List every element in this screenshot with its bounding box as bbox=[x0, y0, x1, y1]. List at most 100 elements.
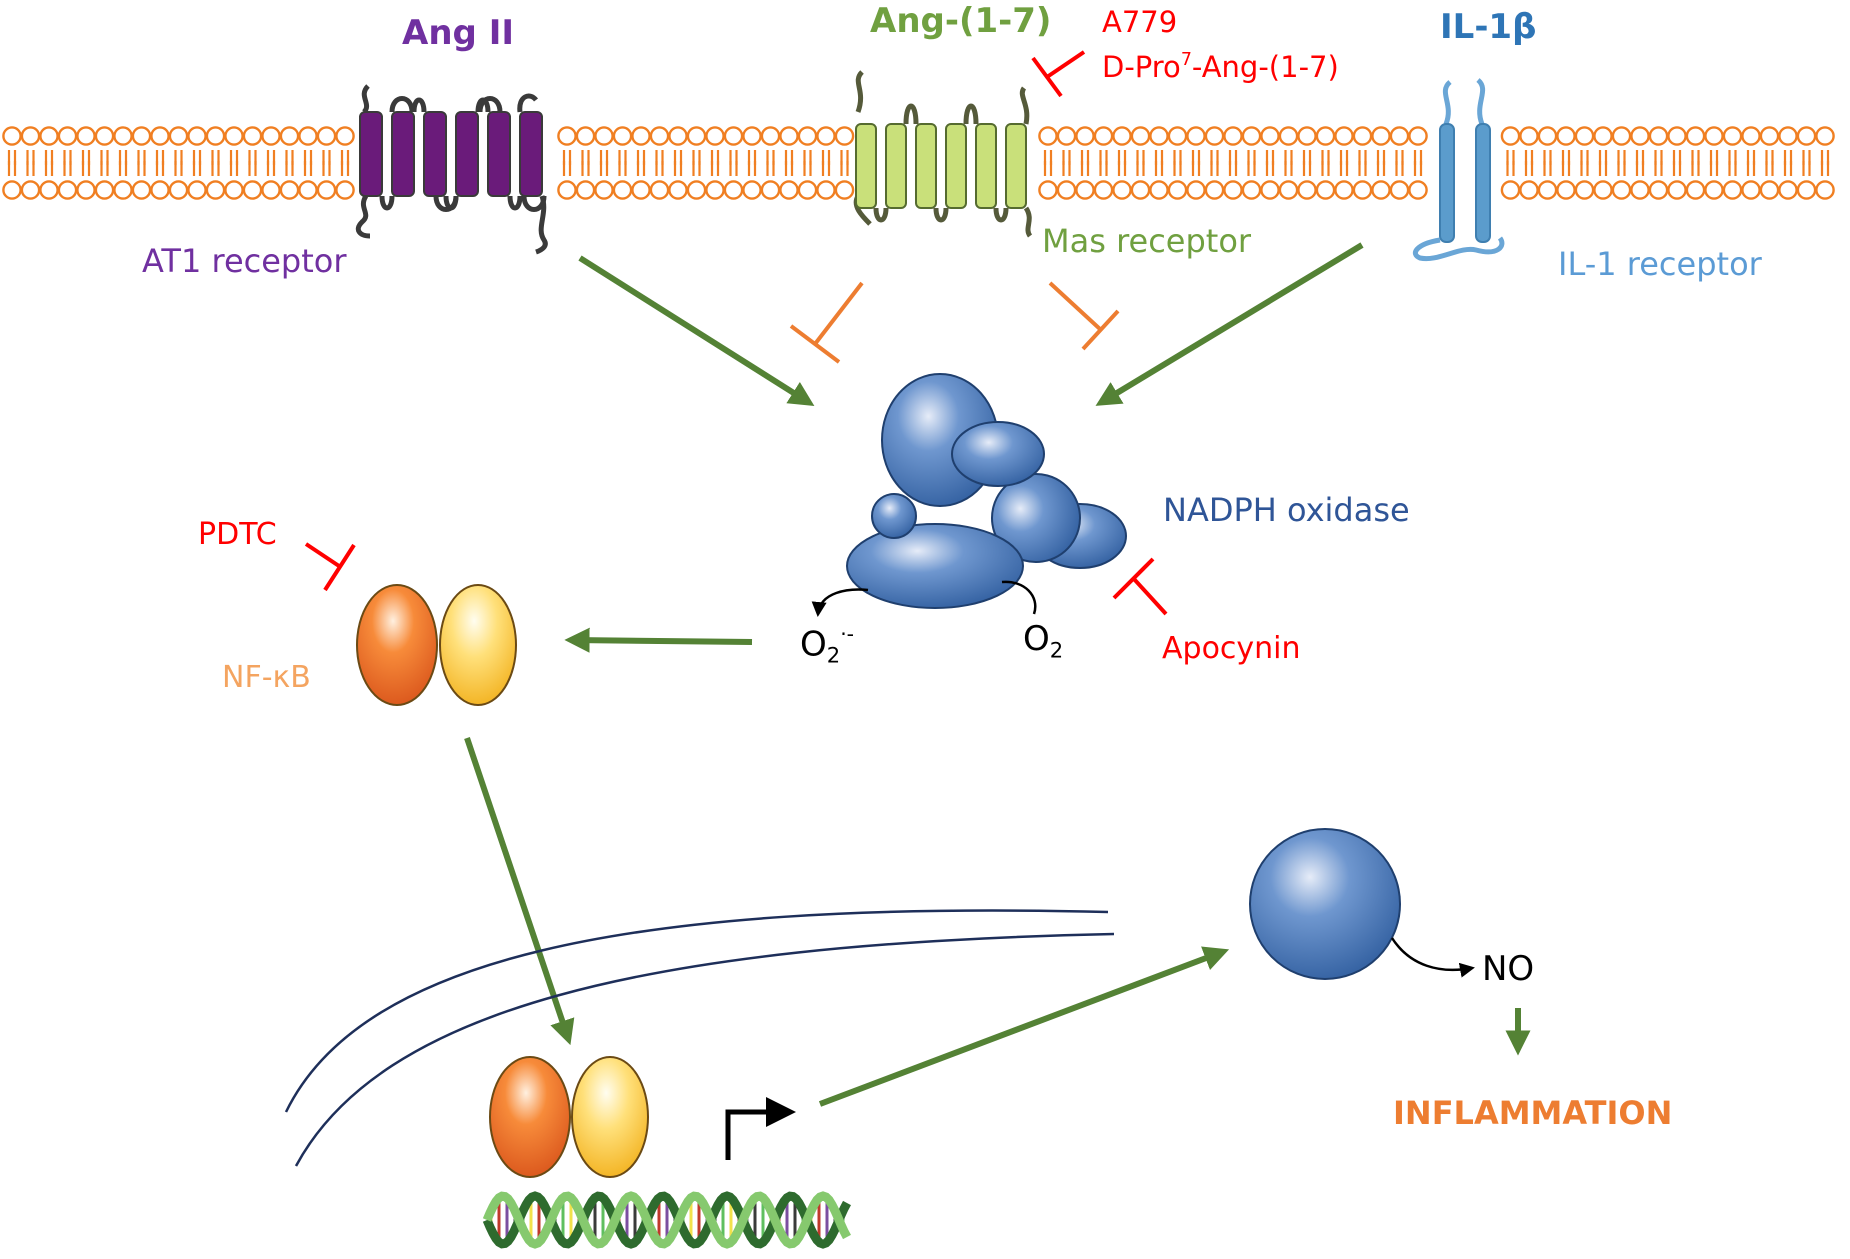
lipid-tail bbox=[211, 161, 220, 176]
lipid-tail bbox=[174, 161, 183, 176]
lipid-head bbox=[686, 180, 707, 200]
lipid-head bbox=[1778, 126, 1798, 146]
lipid-head bbox=[1075, 180, 1095, 200]
pdtc-label: PDTC bbox=[198, 517, 277, 552]
lipid-head bbox=[1167, 126, 1188, 146]
lipid-tail bbox=[1746, 161, 1756, 176]
lipid-head bbox=[335, 180, 355, 200]
il1-receptor-label: IL-1 receptor bbox=[1558, 245, 1762, 283]
lipid-head bbox=[20, 126, 41, 146]
inos-enzyme-sphere bbox=[1249, 828, 1401, 980]
inflammation-label: INFLAMMATION bbox=[1393, 1094, 1673, 1132]
lipid-head bbox=[1778, 180, 1798, 200]
arrow-il1-to-nadph bbox=[1095, 242, 1364, 406]
lipid-head bbox=[187, 180, 207, 200]
at1-receptor-label: AT1 receptor bbox=[142, 242, 347, 280]
lipid-head bbox=[816, 126, 836, 146]
lipid-head bbox=[1537, 126, 1558, 146]
lipid-tail bbox=[1339, 161, 1349, 176]
lipid-tail bbox=[1043, 161, 1053, 176]
lipid-tail bbox=[137, 161, 146, 176]
lipid-head bbox=[816, 180, 836, 200]
mas-receptor bbox=[853, 70, 1033, 238]
lipid-tail bbox=[1413, 161, 1423, 176]
lipid-head bbox=[742, 126, 762, 146]
oxygen-subscript: 2 bbox=[1049, 637, 1064, 663]
lipid-head bbox=[575, 126, 596, 146]
lipid-tail bbox=[1284, 161, 1293, 176]
lipid-tail bbox=[655, 161, 664, 176]
inhibition-mas-to-nadph-right bbox=[1048, 281, 1120, 351]
lipid-tail bbox=[1062, 161, 1071, 176]
lipid-head bbox=[1759, 126, 1780, 146]
lipid-head bbox=[150, 180, 170, 200]
no-release-arrow bbox=[1390, 937, 1475, 978]
lipid-head bbox=[575, 180, 596, 200]
no-label: NO bbox=[1482, 949, 1535, 989]
lipid-head bbox=[1075, 126, 1095, 146]
lipid-head bbox=[1315, 126, 1336, 146]
arrow-nfkb-to-nucleus bbox=[464, 737, 575, 1046]
lipid-head bbox=[131, 180, 152, 200]
lipid-head bbox=[668, 180, 688, 200]
lipid-tail bbox=[1802, 161, 1811, 176]
lipid-tail bbox=[303, 161, 313, 176]
lipid-head bbox=[612, 180, 633, 200]
lipid-head bbox=[557, 180, 577, 200]
lipid-head bbox=[1130, 126, 1151, 146]
lipid-head bbox=[205, 180, 226, 200]
lipid-head bbox=[705, 180, 725, 200]
lipid-head bbox=[57, 126, 78, 146]
lipid-tail bbox=[821, 161, 831, 176]
lipid-head bbox=[205, 126, 226, 146]
lipid-head bbox=[1278, 180, 1299, 200]
superoxide-subscript: 2 bbox=[826, 642, 841, 668]
lipid-head bbox=[1741, 180, 1761, 200]
lipid-head bbox=[1667, 180, 1687, 200]
lipid-head bbox=[1056, 126, 1077, 146]
lipid-head bbox=[1241, 180, 1262, 200]
nfkb-label: NF-κB bbox=[222, 660, 311, 695]
lipid-head bbox=[1389, 180, 1410, 200]
lipid-head bbox=[113, 180, 133, 200]
lipid-head bbox=[1796, 180, 1817, 200]
lipid-head bbox=[131, 126, 152, 146]
lipid-tail bbox=[1728, 161, 1737, 176]
lipid-head bbox=[612, 126, 633, 146]
lipid-head bbox=[1519, 180, 1539, 200]
lipid-head bbox=[834, 126, 855, 146]
apocynin-label: Apocynin bbox=[1162, 631, 1301, 666]
lipid-head bbox=[797, 126, 818, 146]
lipid-tail bbox=[1617, 161, 1626, 176]
lipid-head bbox=[1537, 180, 1558, 200]
lipid-tail bbox=[1321, 161, 1330, 176]
lipid-tail bbox=[192, 161, 202, 176]
lipid-tail bbox=[840, 161, 849, 176]
inhibition-mas-to-nadph-left bbox=[789, 281, 864, 364]
nuclear-envelope bbox=[284, 909, 1115, 1167]
lipid-head bbox=[1741, 126, 1761, 146]
lipid-tail bbox=[1228, 161, 1238, 176]
lipid-head bbox=[779, 180, 799, 200]
lipid-tail bbox=[81, 161, 91, 176]
cell-membrane bbox=[2, 126, 1835, 200]
lipid-tail bbox=[1709, 161, 1719, 176]
lipid-head bbox=[1389, 126, 1410, 146]
lipid-head bbox=[261, 180, 281, 200]
lipid-head bbox=[1574, 180, 1595, 200]
lipid-head bbox=[1260, 126, 1280, 146]
lipid-head bbox=[1186, 180, 1206, 200]
lipid-head bbox=[150, 126, 170, 146]
lipid-tail bbox=[636, 161, 646, 176]
lipid-head bbox=[1297, 126, 1317, 146]
arrow-gene-to-inos bbox=[818, 946, 1230, 1107]
lipid-head bbox=[760, 126, 781, 146]
lipid-tail bbox=[1820, 161, 1830, 176]
oxygen-uptake-line bbox=[1001, 580, 1037, 615]
lipid-head bbox=[1630, 126, 1650, 146]
lipid-tail bbox=[1210, 161, 1219, 176]
lipid-tail bbox=[229, 161, 239, 176]
lipid-tail bbox=[63, 161, 72, 176]
lipid-head bbox=[594, 126, 614, 146]
lipid-tail bbox=[1395, 161, 1404, 176]
